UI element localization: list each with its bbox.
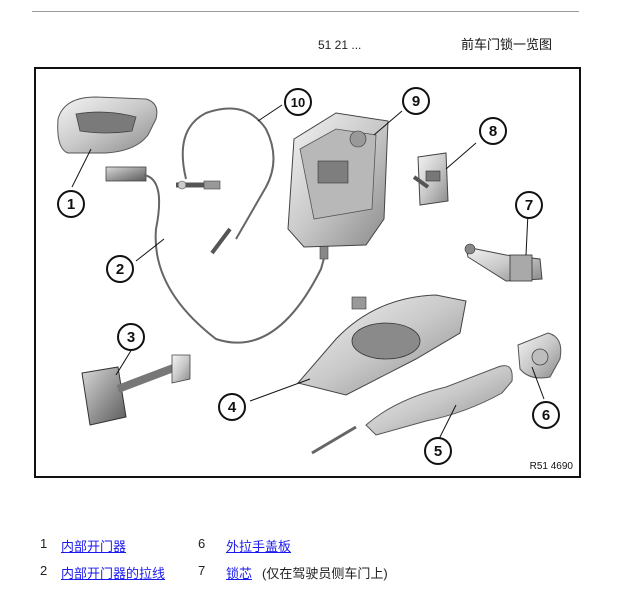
callout-10: 10 bbox=[284, 88, 312, 116]
callout-label: 4 bbox=[228, 399, 237, 416]
callout-2: 2 bbox=[106, 255, 134, 283]
callout-4: 4 bbox=[218, 393, 246, 421]
outer-door-handle-part bbox=[311, 365, 513, 455]
legend-number: 2 bbox=[40, 563, 48, 578]
callout-9: 9 bbox=[402, 87, 430, 115]
callout-3: 3 bbox=[117, 323, 145, 351]
door-lock-unit-part bbox=[287, 112, 389, 248]
callout-label: 6 bbox=[542, 407, 550, 424]
door-lock-overview-figure: 1 2 3 4 5 6 7 8 9 10 R51 4690 bbox=[34, 67, 581, 478]
legend-link-inner-door-handle[interactable]: 内部开门器 bbox=[61, 539, 127, 554]
door-check-strap-part bbox=[81, 354, 191, 426]
callout-label: 8 bbox=[489, 123, 497, 140]
inner-door-handle-part bbox=[57, 96, 158, 154]
callout-label: 3 bbox=[127, 329, 135, 346]
legend-link-inner-handle-cable[interactable]: 内部开门器的拉线 bbox=[61, 566, 166, 581]
legend-note-driver-side: (仅在驾驶员侧车门上) bbox=[262, 566, 388, 581]
callout-label: 10 bbox=[291, 95, 305, 110]
callout-1: 1 bbox=[57, 190, 85, 218]
legend-link-lock-cylinder[interactable]: 锁芯 bbox=[226, 566, 253, 581]
page-title: 前车门锁一览图 bbox=[461, 37, 553, 52]
callout-layer: 1 2 3 4 5 6 7 8 9 10 bbox=[57, 87, 560, 465]
callout-7: 7 bbox=[515, 191, 543, 219]
figure-reference-code: R51 4690 bbox=[529, 461, 573, 472]
callout-6: 6 bbox=[532, 401, 560, 429]
legend-number: 6 bbox=[198, 536, 206, 551]
callout-label: 5 bbox=[434, 443, 442, 460]
callout-label: 9 bbox=[412, 93, 420, 110]
legend-number: 7 bbox=[198, 563, 206, 578]
header-rule bbox=[32, 11, 579, 12]
striker-bracket-part bbox=[412, 152, 449, 206]
callout-8: 8 bbox=[479, 117, 507, 145]
callout-label: 1 bbox=[67, 196, 75, 213]
callout-label: 7 bbox=[525, 197, 533, 214]
outer-handle-carrier-part bbox=[297, 294, 467, 396]
document-code: 51 21 ... bbox=[318, 38, 362, 52]
legend-link-outer-handle-cover[interactable]: 外拉手盖板 bbox=[226, 539, 292, 554]
callout-5: 5 bbox=[424, 437, 452, 465]
lock-cylinder-part bbox=[464, 243, 543, 282]
outer-handle-cover-part bbox=[517, 332, 562, 379]
callout-label: 2 bbox=[116, 261, 124, 278]
legend-number: 1 bbox=[40, 536, 48, 551]
parts-illustration: 1 2 3 4 5 6 7 8 9 10 bbox=[57, 87, 562, 465]
door-lock-cable-part bbox=[176, 107, 275, 255]
